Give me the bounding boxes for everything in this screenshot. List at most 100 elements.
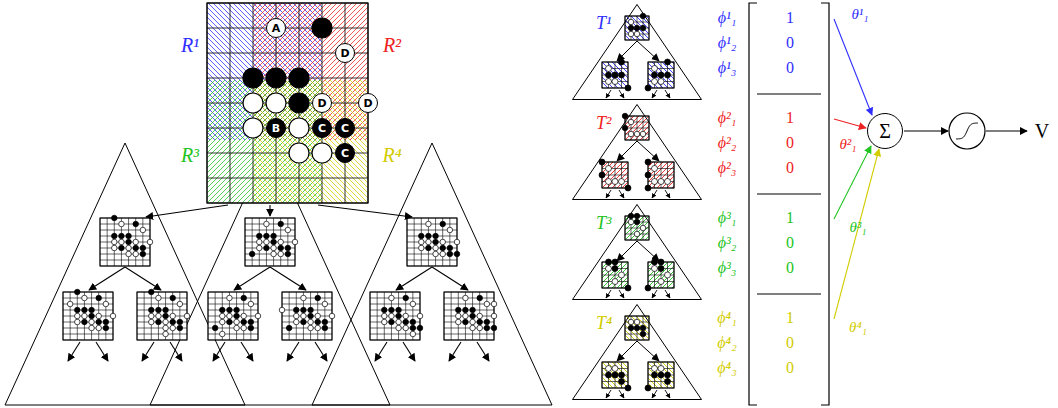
mini-stone — [227, 307, 233, 313]
mini-stone — [163, 331, 169, 337]
mini-stone — [156, 319, 162, 325]
feature-label: ϕ³₁ — [718, 209, 737, 227]
mini-board — [599, 159, 631, 191]
mini-board-hatch — [625, 316, 649, 340]
vector-entry: 0 — [786, 159, 794, 177]
arrow-line — [617, 341, 637, 361]
mini-stone — [658, 72, 664, 78]
arrow-line — [270, 267, 306, 290]
mini-board — [407, 218, 460, 266]
mini-stone — [322, 301, 328, 307]
mini-stone — [301, 319, 307, 325]
mini-stone — [625, 185, 631, 191]
mini-stone — [433, 245, 439, 251]
mini-stone — [89, 319, 95, 325]
mini-stone — [96, 319, 102, 325]
mini-board-border — [648, 62, 674, 88]
mini-board — [602, 362, 631, 391]
mini-grid-line — [208, 316, 258, 317]
mini-stone — [426, 245, 432, 251]
mini-stone — [75, 307, 81, 313]
node-label: C — [341, 147, 349, 160]
lettered-stone: D — [312, 93, 332, 113]
mini-stone — [177, 301, 183, 307]
mini-stone — [634, 213, 640, 219]
mini-grid-line — [208, 298, 258, 299]
vector-entry: 0 — [786, 34, 794, 52]
mini-board-border — [625, 16, 649, 40]
mini-stone — [396, 307, 402, 313]
vector-entry: 0 — [786, 359, 794, 377]
mini-stone — [126, 245, 132, 251]
mini-board-ground — [602, 62, 628, 88]
mini-stone — [652, 179, 658, 185]
arrow-line — [652, 90, 657, 98]
mini-grid-line — [100, 224, 150, 225]
mini-grid-line — [245, 236, 295, 237]
arrow-line — [637, 141, 659, 161]
mini-grid-line — [282, 310, 332, 311]
mini-stone — [433, 233, 439, 239]
mini-stone — [628, 325, 634, 331]
arrow-line — [652, 190, 657, 198]
mini-stone — [96, 295, 102, 301]
arrow-line — [477, 342, 489, 361]
mini-grid-line — [407, 236, 457, 237]
mini-board-border — [63, 292, 113, 340]
mini-stone — [301, 313, 307, 319]
mini-stone — [89, 313, 95, 319]
mini-stone — [315, 313, 321, 319]
mini-stone — [470, 307, 476, 313]
mini-stone — [658, 372, 664, 378]
mini-board-ground — [602, 362, 628, 388]
mini-stone — [456, 307, 462, 313]
mini-stone — [286, 325, 292, 331]
mini-stone — [619, 272, 625, 278]
mini-board — [625, 316, 649, 340]
mini-stone — [301, 307, 307, 313]
region-label: R³ — [181, 144, 199, 167]
feature-label: ϕ³₂ — [718, 234, 737, 252]
mini-grid-line — [370, 316, 420, 317]
mini-board-ground — [245, 218, 295, 266]
mini-board-hatch — [648, 62, 674, 88]
arrow-line — [617, 141, 637, 161]
arrow-line — [904, 130, 948, 131]
mini-stone — [112, 239, 118, 245]
mini-stone — [477, 325, 483, 331]
go-stone — [266, 93, 286, 113]
mini-stone — [322, 319, 328, 325]
mini-stone — [264, 221, 270, 227]
node-label: Σ — [879, 120, 891, 143]
mini-board — [63, 289, 116, 340]
mini-stone — [82, 319, 88, 325]
mini-stone — [227, 313, 233, 319]
mini-stone — [622, 125, 628, 131]
lettered-stone: D — [358, 93, 378, 113]
tree-label: T³ — [596, 213, 611, 234]
mini-stone — [96, 325, 102, 331]
vector-entry: 0 — [786, 234, 794, 252]
arrow-line — [606, 190, 611, 198]
vector-bracket — [821, 3, 829, 405]
mini-stone — [652, 79, 658, 85]
arrow-line — [986, 130, 1027, 131]
mini-stone — [491, 313, 497, 319]
mini-stone — [652, 366, 658, 372]
triangle-outline — [572, 204, 702, 300]
mini-stone — [628, 319, 634, 325]
lettered-stone: B — [266, 118, 286, 138]
mini-stone — [419, 233, 425, 239]
mini-stone — [133, 239, 139, 245]
mini-stone — [163, 325, 169, 331]
mini-stone — [119, 233, 125, 239]
mini-stone — [112, 245, 118, 251]
mini-stone — [322, 325, 328, 331]
arrow-line — [318, 205, 412, 217]
mini-stone — [257, 233, 263, 239]
mini-stone — [234, 307, 240, 313]
arrow-line — [315, 342, 327, 361]
mini-stone — [294, 307, 300, 313]
mini-stone — [248, 325, 254, 331]
